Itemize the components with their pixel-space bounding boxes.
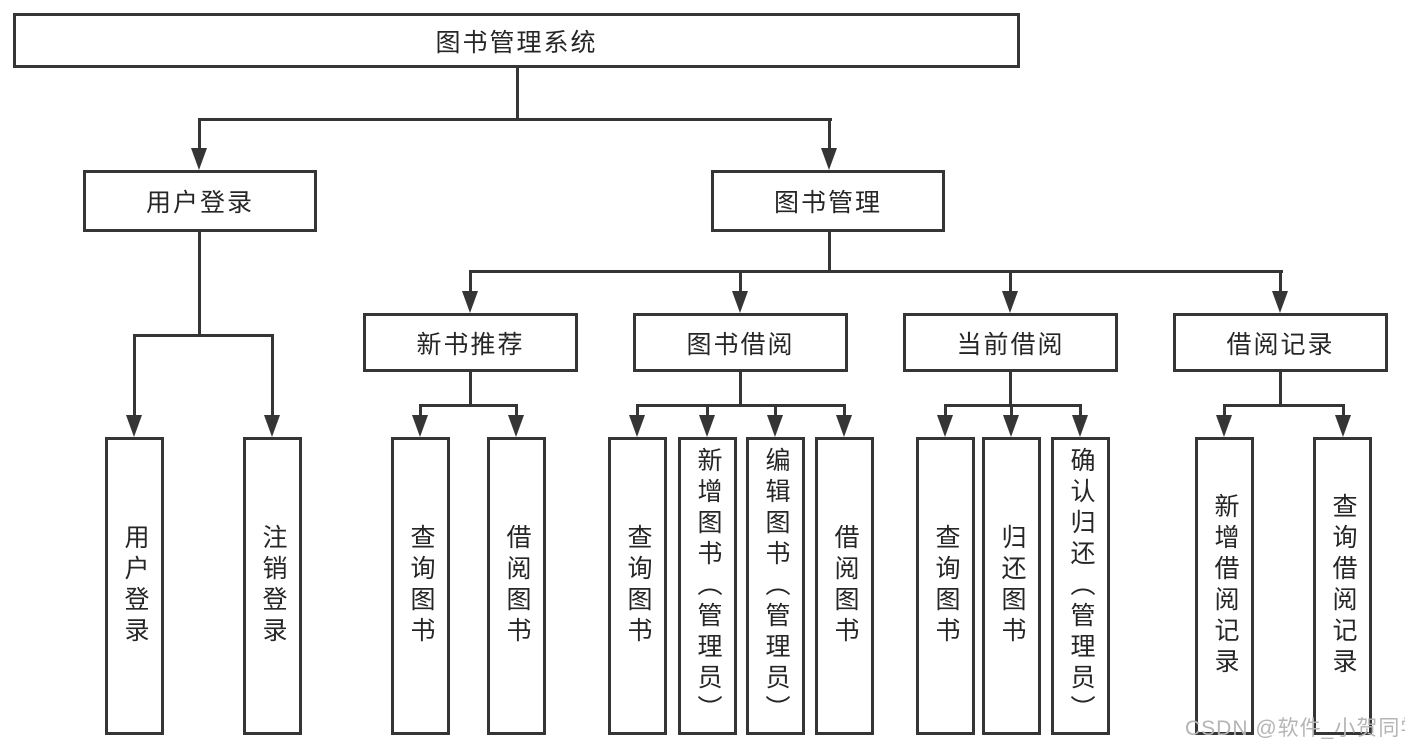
- arrow-down-icon: [462, 291, 478, 313]
- leaf-add-book-admin: 新增图书（管理员）: [678, 437, 737, 735]
- leaf-borrow-books: 借阅图书: [815, 437, 874, 735]
- arrow-down-icon: [1272, 291, 1288, 313]
- arrow-down-icon: [508, 415, 524, 437]
- csdn-watermark: CSDN @软件_小贺同学: [1185, 717, 1405, 740]
- leaf-label: 新增图书（管理员）: [694, 446, 722, 726]
- connector-line: [1009, 372, 1012, 407]
- leaf-search-books: 查询图书: [916, 437, 975, 735]
- arrow-down-icon: [1335, 415, 1351, 437]
- node-book-borrow: 图书借阅: [633, 313, 848, 372]
- leaf-search-books: 查询图书: [608, 437, 667, 735]
- leaf-search-books: 查询图书: [391, 437, 450, 735]
- leaf-search-borrow-record: 查询借阅记录: [1313, 437, 1372, 735]
- arrow-down-icon: [1216, 415, 1232, 437]
- connector-line: [828, 232, 831, 273]
- leaf-label: 查询借阅记录: [1329, 493, 1357, 679]
- connector-line: [1010, 404, 1013, 419]
- connector-line: [1279, 270, 1282, 293]
- node-user-login: 用户登录: [83, 170, 317, 232]
- leaf-confirm-return-admin: 确认归还（管理员）: [1051, 437, 1110, 735]
- connector-line: [1223, 404, 1226, 419]
- connector-line: [419, 404, 422, 419]
- connector-line: [1223, 404, 1344, 407]
- node-borrow-records: 借阅记录: [1173, 313, 1388, 372]
- arrow-down-icon: [1002, 291, 1018, 313]
- leaf-logout-login: 注销登录: [243, 437, 302, 735]
- connector-line: [469, 270, 472, 293]
- connector-line: [133, 334, 274, 337]
- connector-line: [469, 270, 1283, 273]
- connector-line: [1342, 404, 1345, 419]
- node-label: 图书借阅: [686, 330, 795, 359]
- arrow-down-icon: [699, 415, 715, 437]
- node-library-system: 图书管理系统: [13, 13, 1020, 68]
- connector-line: [515, 404, 518, 419]
- node-label: 图书管理: [773, 189, 882, 217]
- arrow-down-icon: [412, 415, 428, 437]
- node-label: 借阅记录: [1226, 330, 1335, 359]
- node-label: 图书管理系统: [435, 28, 598, 57]
- arrow-down-icon: [1003, 415, 1019, 437]
- arrow-down-icon: [264, 415, 280, 437]
- leaf-label: 借阅图书: [831, 524, 859, 648]
- arrow-down-icon: [836, 415, 852, 437]
- connector-line: [828, 118, 831, 150]
- connector-line: [944, 404, 947, 419]
- connector-line: [469, 372, 472, 407]
- node-new-book-recommend: 新书推荐: [363, 313, 578, 372]
- leaf-return-book: 归还图书: [982, 437, 1041, 735]
- node-label: 新书推荐: [416, 330, 525, 359]
- connector-line: [198, 118, 832, 121]
- leaf-label: 确认归还（管理员）: [1067, 446, 1095, 726]
- connector-line: [636, 404, 846, 407]
- leaf-borrow-books: 借阅图书: [487, 437, 546, 735]
- node-label: 用户登录: [145, 189, 254, 217]
- leaf-add-borrow-record: 新增借阅记录: [1195, 437, 1254, 735]
- leaf-label: 用户登录: [121, 524, 149, 648]
- connector-line: [1079, 404, 1082, 419]
- arrow-down-icon: [821, 148, 837, 170]
- connector-line: [516, 68, 519, 121]
- connector-line: [419, 404, 518, 407]
- arrow-down-icon: [732, 291, 748, 313]
- connector-line: [739, 270, 742, 293]
- connector-line: [198, 118, 201, 150]
- connector-line: [1279, 372, 1282, 407]
- leaf-user-login: 用户登录: [105, 437, 164, 735]
- connector-line: [739, 372, 742, 407]
- node-book-management: 图书管理: [711, 170, 945, 232]
- leaf-label: 借阅图书: [503, 524, 531, 648]
- leaf-label: 查询图书: [407, 524, 435, 648]
- leaf-edit-book-admin: 编辑图书（管理员）: [746, 437, 805, 735]
- connector-line: [636, 404, 639, 419]
- connector-line: [706, 404, 709, 419]
- arrow-down-icon: [937, 415, 953, 437]
- arrow-down-icon: [191, 148, 207, 170]
- node-current-borrow: 当前借阅: [903, 313, 1118, 372]
- connector-line: [198, 232, 201, 337]
- connector-line: [1009, 270, 1012, 293]
- leaf-label: 注销登录: [259, 524, 287, 648]
- arrow-down-icon: [126, 415, 142, 437]
- leaf-label: 查询图书: [932, 524, 960, 648]
- leaf-label: 归还图书: [998, 524, 1026, 648]
- arrow-down-icon: [1072, 415, 1088, 437]
- arrow-down-icon: [629, 415, 645, 437]
- connector-line: [133, 334, 136, 417]
- connector-line: [774, 404, 777, 419]
- connector-line: [271, 334, 274, 417]
- connector-line: [843, 404, 846, 419]
- leaf-label: 新增借阅记录: [1211, 493, 1239, 679]
- leaf-label: 查询图书: [624, 524, 652, 648]
- arrow-down-icon: [767, 415, 783, 437]
- leaf-label: 编辑图书（管理员）: [762, 446, 790, 726]
- node-label: 当前借阅: [956, 330, 1065, 359]
